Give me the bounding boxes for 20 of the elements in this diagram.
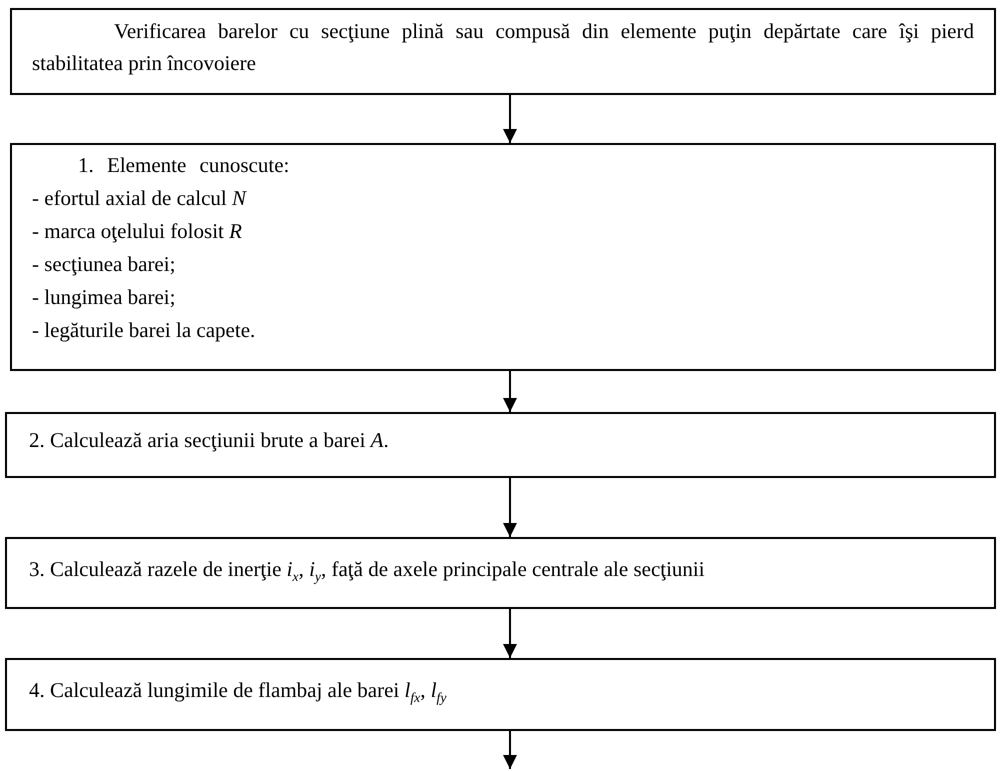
list-item: - legăturile barei la capete.: [32, 317, 256, 344]
list-item: - efortul axial de calcul N: [32, 185, 248, 212]
process-box: [5, 412, 996, 478]
process-box: [5, 537, 996, 609]
arrow: [503, 371, 517, 412]
process-box: [5, 658, 996, 731]
box-text: Verificarea barelor cu secţiune plină sau compusă din elemente puţin depărtate care îşi pierd stabilitatea prin încovoiere: [32, 18, 974, 76]
box-text: 3. Calculează razele de inerţie i$_{x}$, i$_{y}$, faţă de axele principale centrale ale secţiunii: [29, 556, 706, 586]
list-item: - secţiunea barei;: [32, 251, 176, 278]
arrow: [503, 731, 517, 769]
arrow: [503, 609, 517, 658]
process-box: [10, 143, 996, 371]
arrow: [503, 478, 517, 537]
arrow: [503, 95, 517, 143]
process-box: [10, 8, 996, 95]
list-item: - lungimea barei;: [32, 284, 176, 311]
list-item: - marca oţelului folosit R: [32, 218, 243, 245]
list-heading: 1. Elemente cunoscute:: [77, 152, 290, 179]
box-text: 4. Calculează lungimile de flambaj ale barei l$_{fx}$, l$_{fy}$: [29, 677, 448, 708]
box-text: 2. Calculează aria secţiunii brute a barei A.: [29, 427, 390, 454]
